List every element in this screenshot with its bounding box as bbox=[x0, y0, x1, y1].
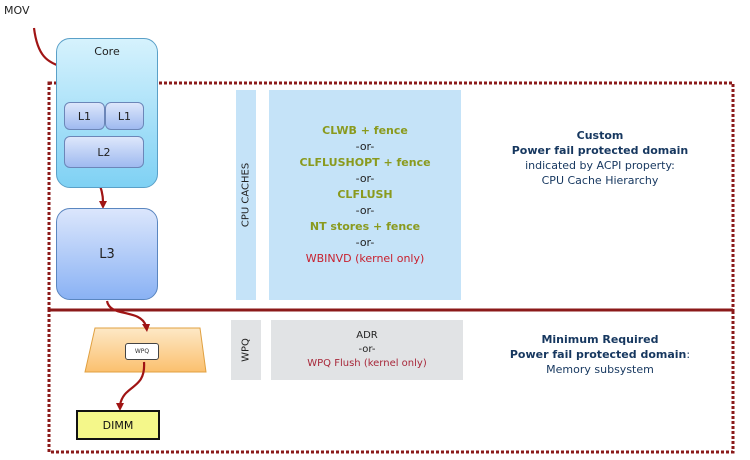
l1-cache-2: L1 bbox=[105, 102, 144, 130]
wpq-option: WPQ Flush (kernel only) bbox=[307, 358, 427, 369]
wpq-option: ADR bbox=[356, 330, 378, 341]
minimum-domain-title: Minimum Required bbox=[541, 333, 659, 346]
cpu_caches-option: CLWB + fence bbox=[322, 124, 408, 137]
cpu_caches-option: CLFLUSHOPT + fence bbox=[299, 156, 431, 169]
cpu_caches-option: CLFLUSH bbox=[337, 188, 393, 201]
mov-instruction-label: MOV bbox=[4, 4, 30, 17]
wpq-strip: WPQ bbox=[231, 320, 261, 380]
minimum-domain-subtitle-row: Power fail protected domain: bbox=[490, 347, 710, 362]
or-separator: -or- bbox=[355, 172, 375, 185]
or-separator: -or- bbox=[355, 204, 375, 217]
minimum-domain-description: Minimum Required Power fail protected do… bbox=[490, 332, 710, 377]
custom-domain-subtitle: Power fail protected domain bbox=[511, 144, 689, 157]
l3-cache: L3 bbox=[56, 208, 158, 300]
custom-domain-description: Custom Power fail protected domain indic… bbox=[490, 128, 710, 188]
cpu-caches-flush-options: CLWB + fence -or- CLFLUSHOPT + fence -or- CL… bbox=[269, 90, 461, 300]
or-separator: -or- bbox=[355, 140, 375, 153]
l2-cache: L2 bbox=[64, 136, 144, 168]
cpu_caches-option: NT stores + fence bbox=[309, 220, 421, 233]
wpq-block: WPQ bbox=[125, 343, 159, 360]
dimm-block: DIMM bbox=[76, 410, 160, 440]
arrowhead bbox=[142, 324, 150, 332]
or-separator: -or- bbox=[355, 236, 375, 249]
custom-domain-acpi-note: indicated by ACPI property: bbox=[525, 159, 675, 172]
minimum-domain-scope: Memory subsystem bbox=[546, 363, 654, 376]
core-label: Core bbox=[94, 45, 120, 58]
l1-cache-1: L1 bbox=[64, 102, 105, 130]
or-separator: -or- bbox=[358, 344, 376, 355]
arrow-wpq-to-dimm bbox=[118, 361, 146, 406]
cpu-caches-label: CPU CACHES bbox=[240, 162, 252, 228]
cpu-caches-strip: CPU CACHES bbox=[236, 90, 256, 300]
cpu_caches-option: WBINVD (kernel only) bbox=[305, 252, 425, 265]
wpq-strip-label: WPQ bbox=[240, 338, 252, 362]
minimum-domain-colon: : bbox=[686, 348, 691, 361]
arrow-l3-to-wpq bbox=[105, 300, 148, 327]
custom-domain-acpi-value: CPU Cache Hierarchy bbox=[541, 174, 659, 187]
custom-domain-title: Custom bbox=[576, 129, 624, 142]
wpq-flush-options: ADR -or- WPQ Flush (kernel only) bbox=[271, 320, 463, 380]
minimum-domain-subtitle: Power fail protected domain bbox=[509, 348, 687, 361]
